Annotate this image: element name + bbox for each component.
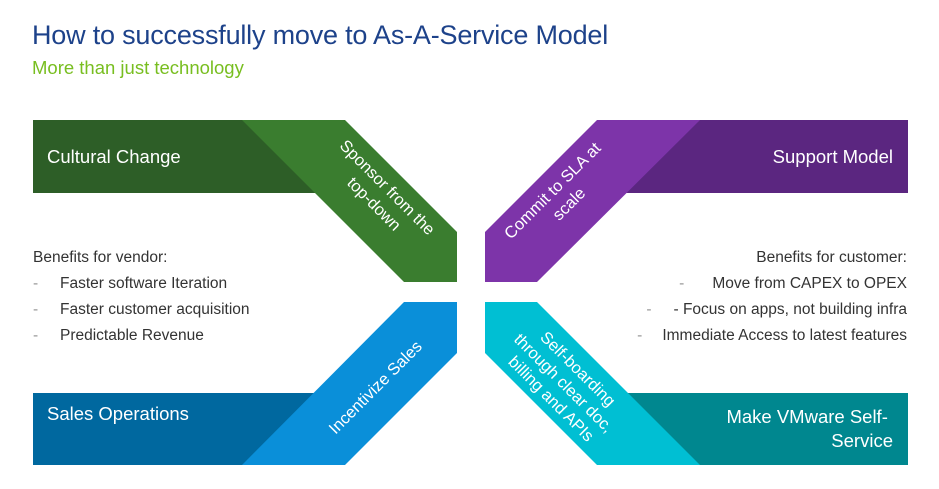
customer-benefit-item: - Move from CAPEX to OPEX xyxy=(637,271,907,297)
customer-benefit-item: - Immediate Access to latest features xyxy=(637,323,907,349)
bullet-dash: - xyxy=(679,275,685,292)
self-boarding-band xyxy=(485,302,700,465)
vendor-benefit-item: - Faster software Iteration xyxy=(33,271,250,297)
self-service-label: Make VMware Self- Service xyxy=(726,406,893,451)
bullet-dash: - xyxy=(646,301,652,318)
vendor-benefits: Benefits for vendor: - Faster software It… xyxy=(33,245,250,349)
sales-operations-label: Sales Operations xyxy=(47,403,189,424)
bullet-dash: - xyxy=(33,327,39,344)
slide-title: How to successfully move to As-A-Service… xyxy=(32,20,609,50)
slide-subtitle: More than just technology xyxy=(32,57,244,78)
vendor-benefit-text: Faster customer acquisition xyxy=(60,301,250,318)
vendor-benefit-item: - Faster customer acquisition xyxy=(33,297,250,323)
customer-benefit-text: Immediate Access to latest features xyxy=(662,327,907,344)
quadrant-support-model: Support Model Commit to SLA at scale xyxy=(485,120,908,282)
incentivize-band xyxy=(242,302,457,465)
sla-band xyxy=(485,120,700,282)
vendor-benefit-text: Predictable Revenue xyxy=(60,327,204,344)
vendor-benefit-item: - Predictable Revenue xyxy=(33,323,250,349)
vendor-benefit-text: Faster software Iteration xyxy=(60,275,228,292)
bullet-dash: - xyxy=(33,301,39,318)
bullet-dash: - xyxy=(33,275,39,292)
cultural-change-label: Cultural Change xyxy=(47,146,181,167)
customer-benefits: Benefits for customer: - Move from CAPEX … xyxy=(637,245,907,349)
customer-benefit-item: - - Focus on apps, not building infra xyxy=(637,297,907,323)
customer-benefit-text: - Focus on apps, not building infra xyxy=(673,301,908,318)
customer-benefits-heading: Benefits for customer: xyxy=(756,249,907,266)
quadrant-sales-operations: Sales Operations Incentivize Sales xyxy=(33,302,457,465)
bullet-dash: - xyxy=(637,327,643,344)
support-model-label: Support Model xyxy=(773,146,893,167)
vendor-benefits-heading: Benefits for vendor: xyxy=(33,249,168,266)
sponsor-band xyxy=(242,120,457,282)
customer-benefit-text: Move from CAPEX to OPEX xyxy=(712,275,907,292)
